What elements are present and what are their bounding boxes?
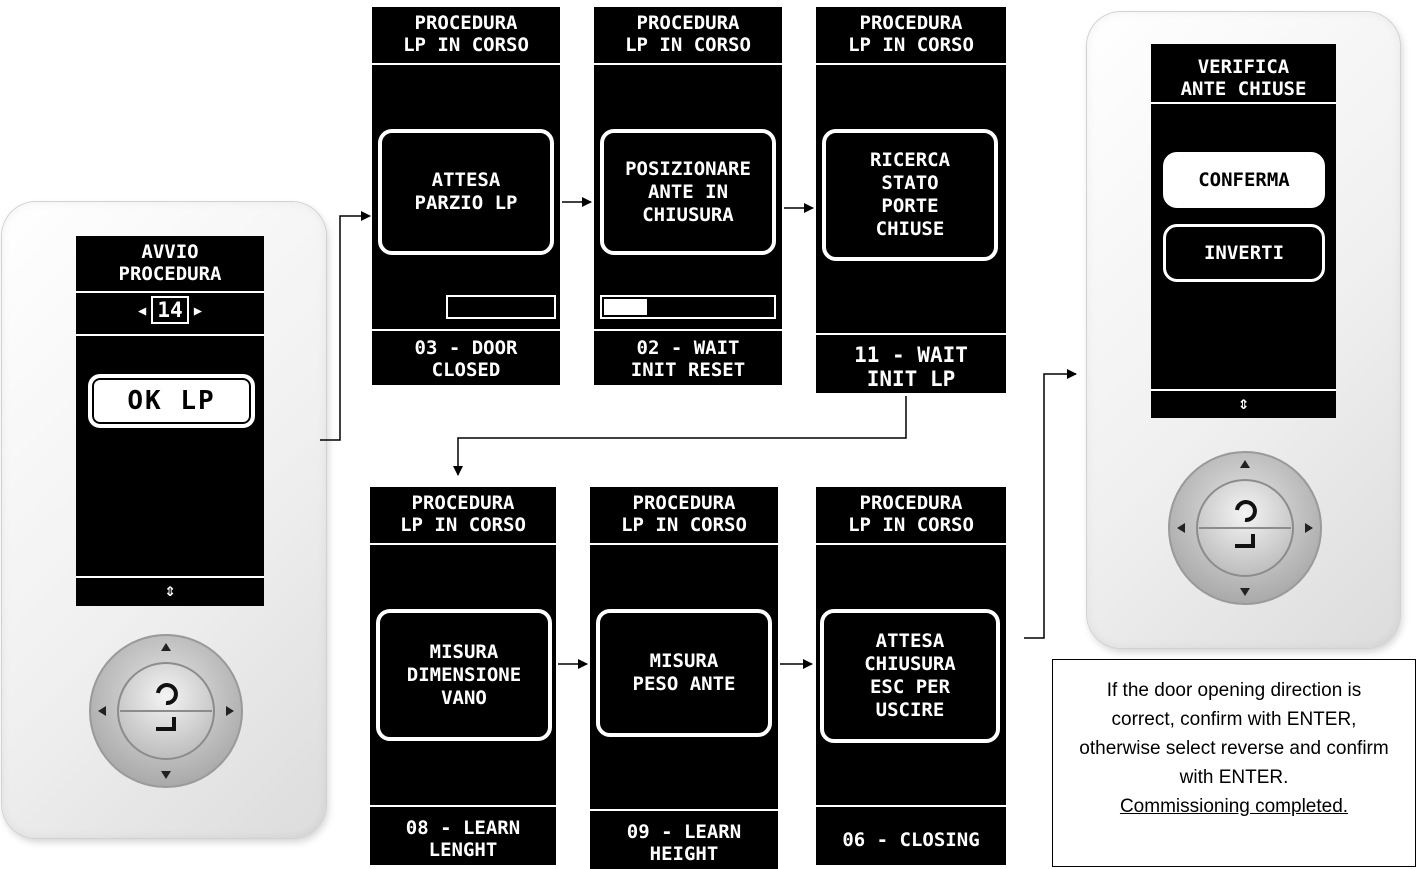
arrow-step3-to-step4 bbox=[458, 396, 906, 475]
arrow-step6-to-final bbox=[1024, 374, 1076, 638]
arrow-start-to-step1 bbox=[320, 216, 370, 440]
